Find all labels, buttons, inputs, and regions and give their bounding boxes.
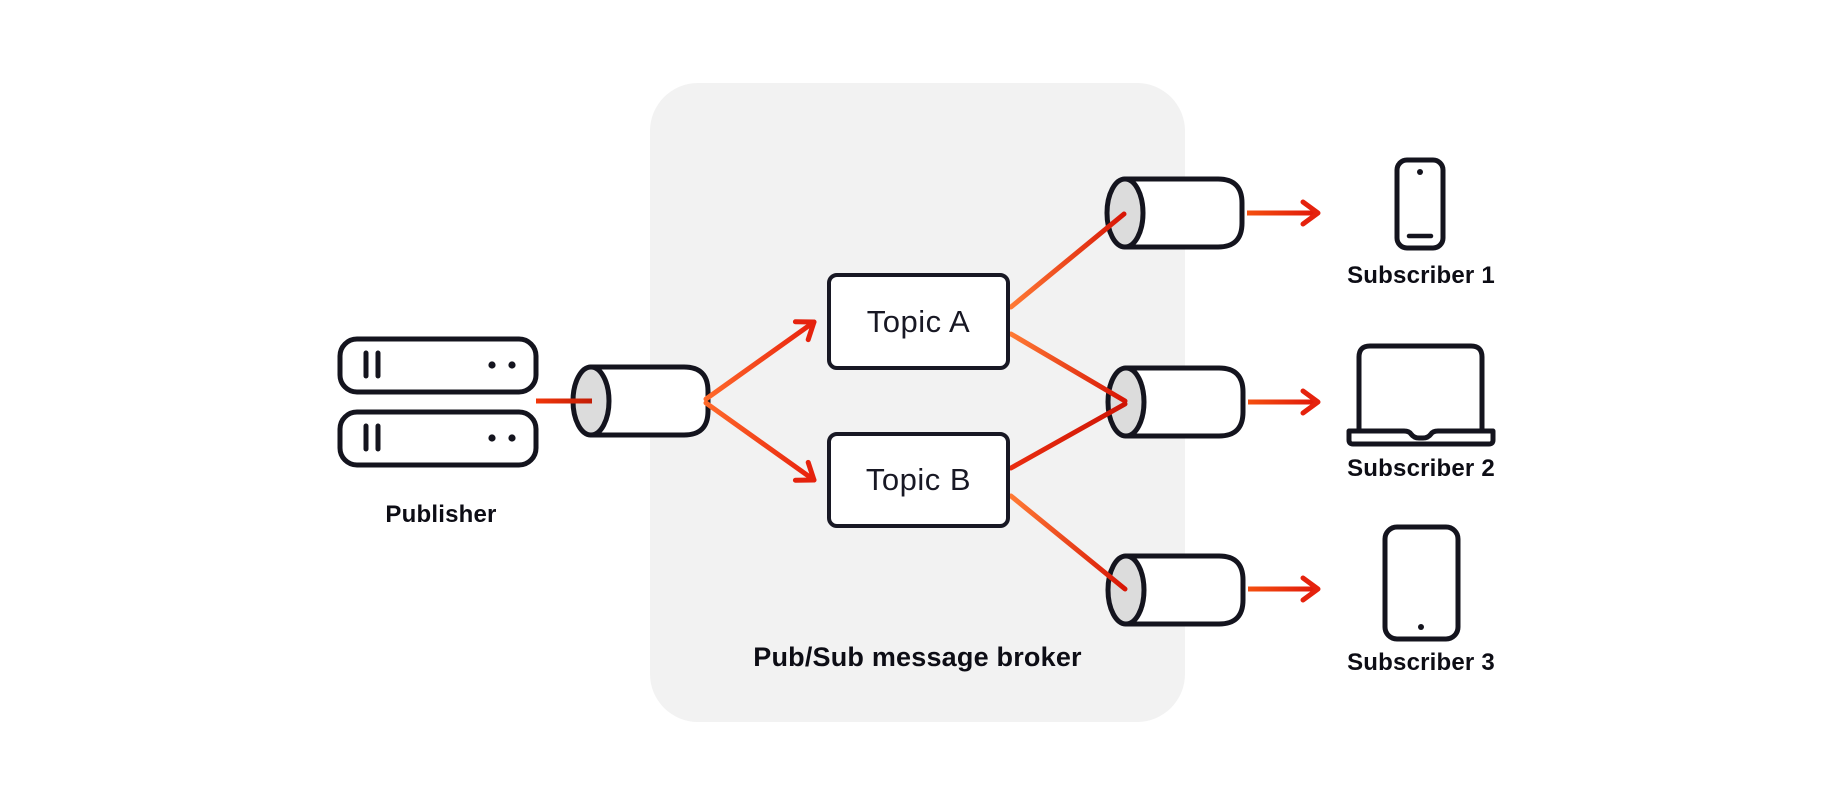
laptop-icon xyxy=(1346,343,1496,447)
publisher-label: Publisher xyxy=(385,501,497,528)
topic-a-box: Topic A xyxy=(827,273,1010,370)
subscriber-2-label: Subscriber 2 xyxy=(1347,455,1495,482)
subscriber-1-label: Subscriber 1 xyxy=(1347,262,1495,289)
smartphone-icon xyxy=(1394,157,1446,251)
subscriber-3-label: Subscriber 3 xyxy=(1347,649,1495,676)
topic-b-box: Topic B xyxy=(827,432,1010,528)
server-icon xyxy=(340,339,536,392)
ingress-to-topic-a-arrow xyxy=(703,319,817,402)
ingress-to-topic-b-arrow xyxy=(703,400,817,483)
broker-panel xyxy=(650,83,1185,722)
ingress-queue-icon xyxy=(573,367,708,435)
topic-b-to-queue2-line xyxy=(1008,401,1128,471)
broker-title: Pub/Sub message broker xyxy=(753,642,1082,672)
tablet-icon xyxy=(1382,524,1461,642)
topic-a-to-queue1-line xyxy=(1008,211,1127,310)
topic-a-to-queue2-line xyxy=(1008,331,1128,404)
topic-b-label: Topic B xyxy=(865,462,972,497)
queue-2-icon xyxy=(1108,368,1243,436)
queue-1-icon xyxy=(1107,179,1242,247)
queue-3-icon xyxy=(1108,556,1243,624)
server-stack-icon xyxy=(340,339,536,465)
topic-b-to-queue3-line xyxy=(1008,493,1128,592)
flow-arrows xyxy=(536,199,1321,603)
topic-a-label: Topic A xyxy=(866,303,971,339)
server-icon xyxy=(340,412,536,465)
